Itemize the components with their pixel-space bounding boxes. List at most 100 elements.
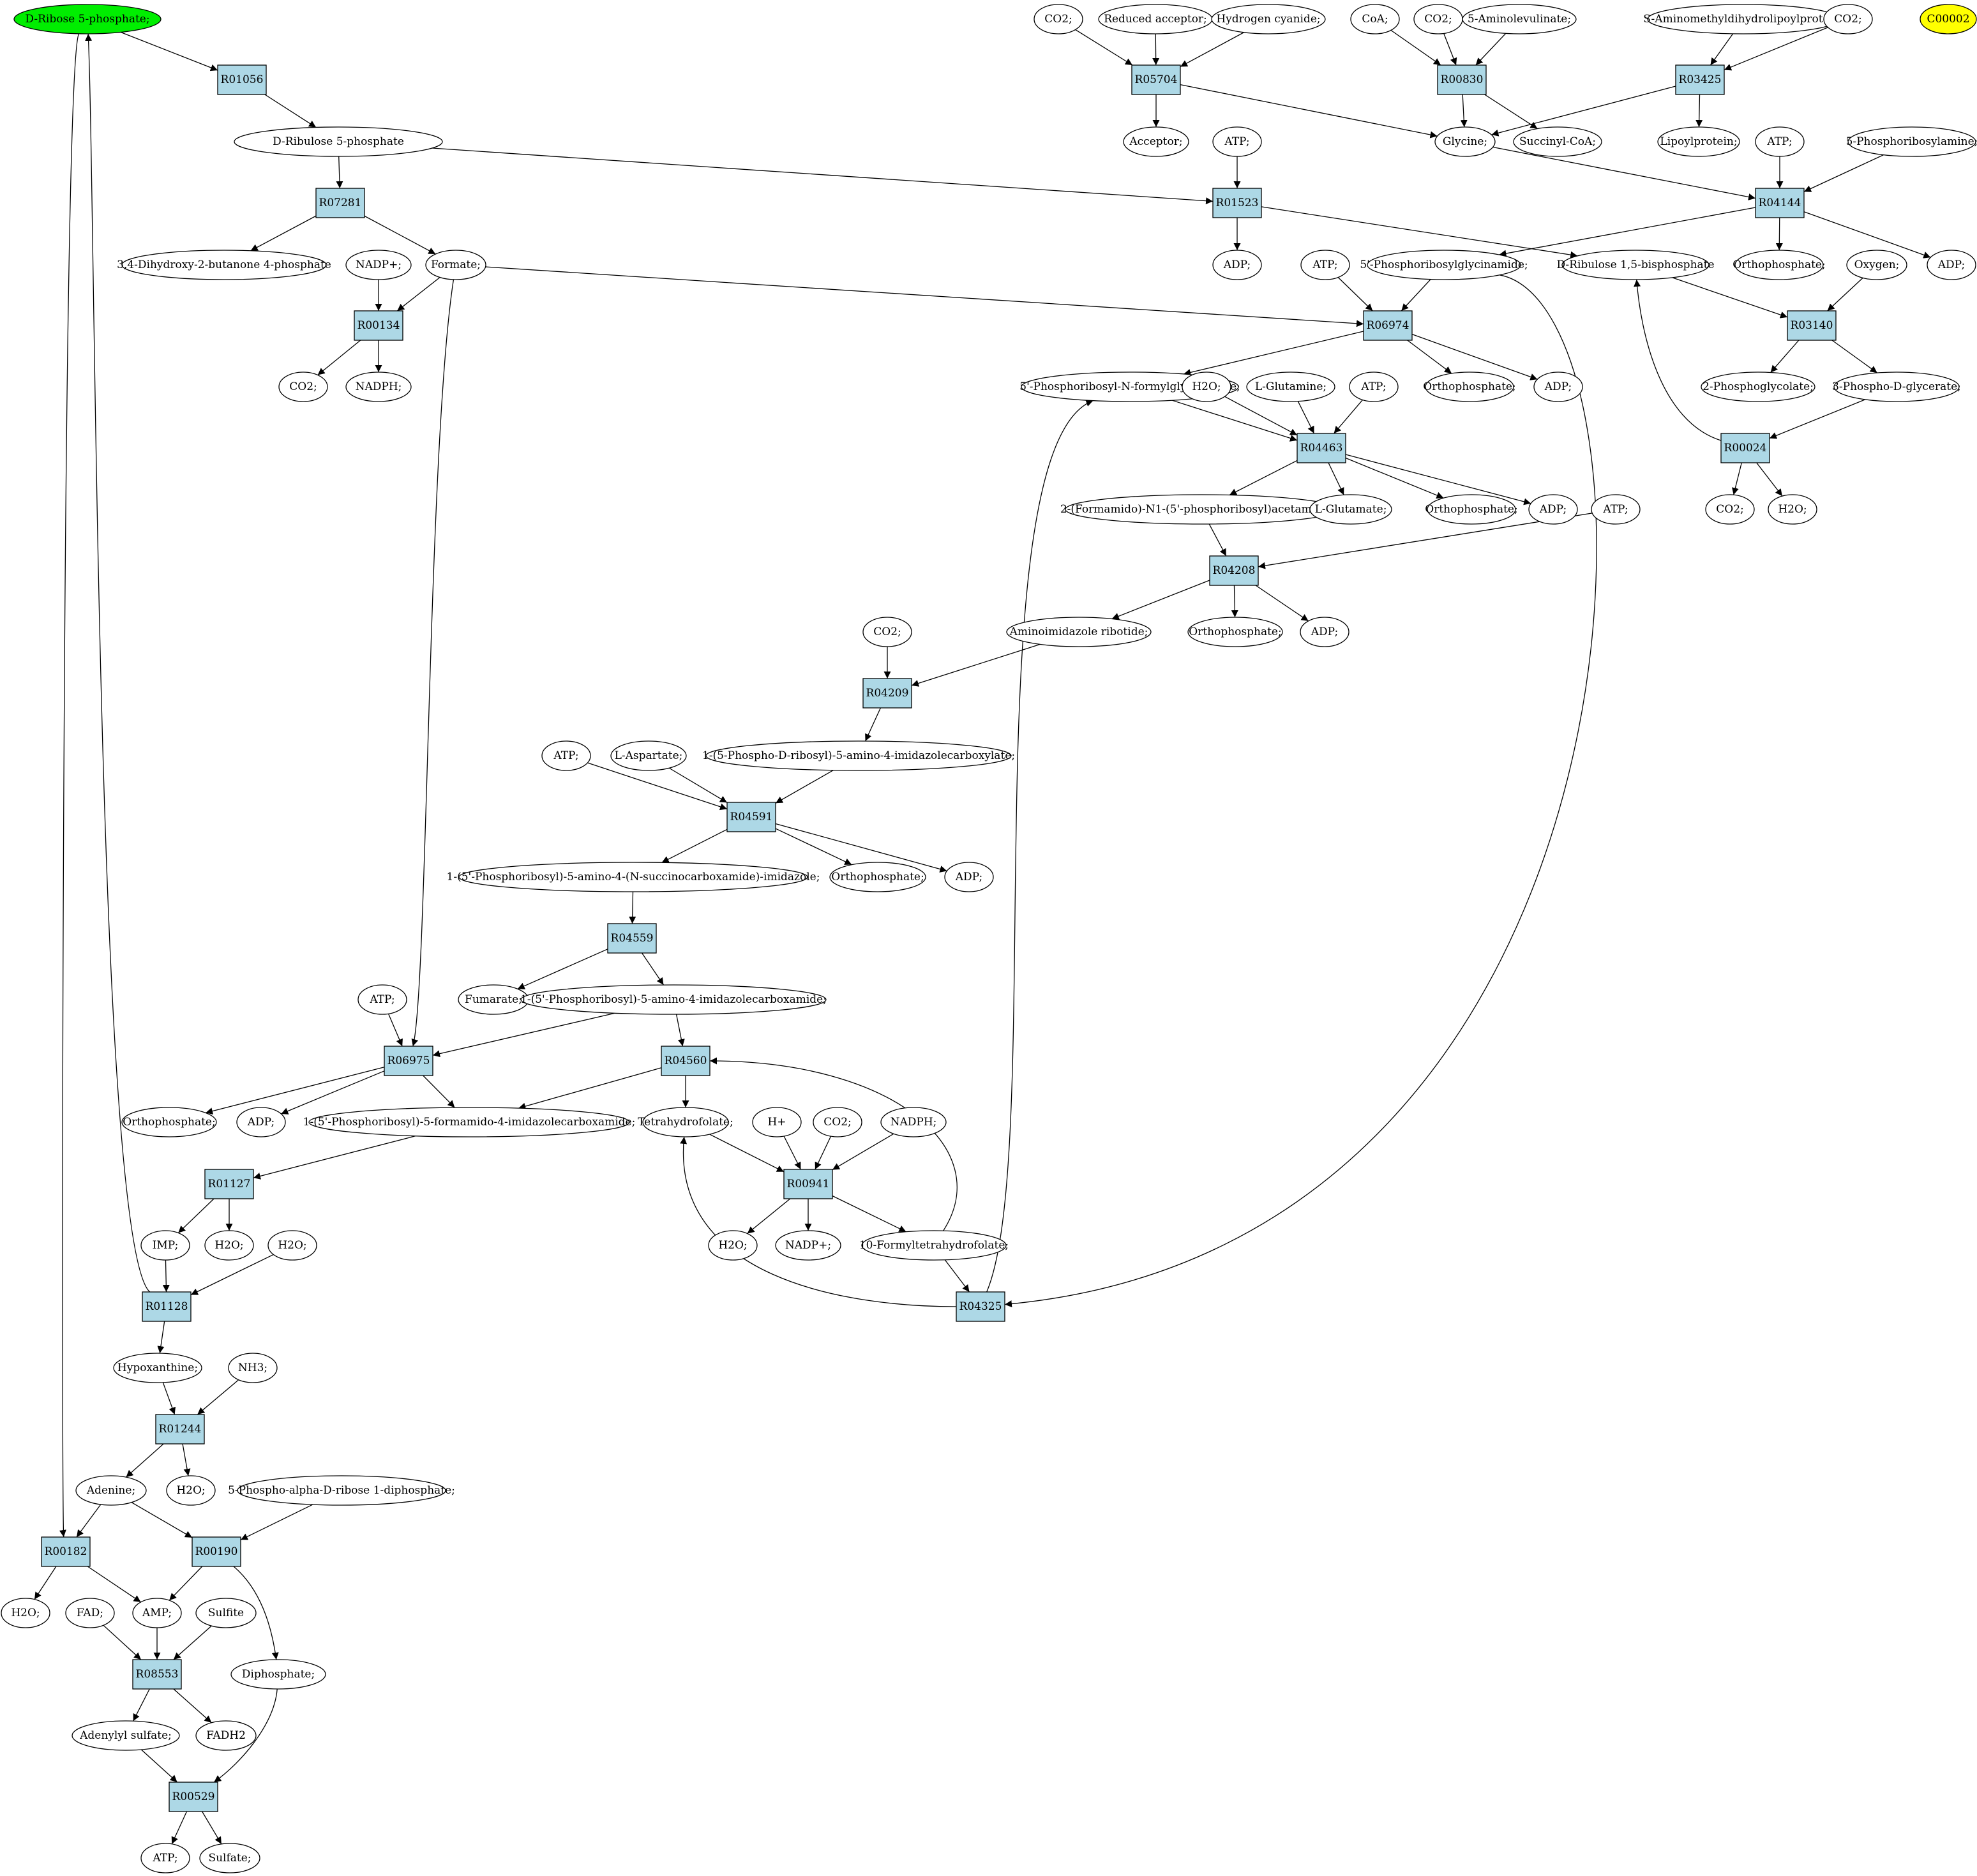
compound-node-c_atp_h[interactable]: ATP;: [140, 1843, 190, 1873]
compound-node-c_gln[interactable]: L-Glutamine;: [1246, 371, 1335, 402]
compound-node-c_adp_a[interactable]: ADP;: [1212, 250, 1262, 280]
reaction-node-R07281[interactable]: R07281: [315, 188, 365, 218]
reaction-node-R03425[interactable]: R03425: [1675, 64, 1725, 95]
compound-node-c_oxygen[interactable]: Oxygen;: [1846, 250, 1907, 280]
compound-node-c_prpp[interactable]: 5-Phospho-alpha-D-ribose 1-diphosphate;: [228, 1475, 455, 1506]
compound-node-c_co2_c[interactable]: CO2;: [1413, 4, 1463, 34]
reaction-node-R00529[interactable]: R00529: [169, 1782, 218, 1812]
compound-node-c_atp_c[interactable]: ATP;: [1300, 250, 1350, 280]
compound-node-c_co2_a[interactable]: CO2;: [278, 371, 328, 402]
reaction-node-R00182[interactable]: R00182: [41, 1536, 91, 1567]
compound-node-c_aps[interactable]: Adenylyl sulfate;: [71, 1720, 180, 1751]
compound-node-c_5pra[interactable]: 5-Phosphoribosylamine;: [1846, 126, 1977, 157]
reaction-node-R01523[interactable]: R01523: [1212, 188, 1262, 218]
compound-node-c_samdlp[interactable]: S-Aminomethyldihydrolipoylprotein;: [1643, 4, 1844, 34]
compound-node-c_fad[interactable]: FAD;: [65, 1598, 115, 1628]
compound-node-c_co2_f[interactable]: CO2;: [862, 617, 912, 647]
compound-node-c_aicar[interactable]: 1-(5'-Phosphoribosyl)-5-amino-4-imidazol…: [520, 984, 827, 1015]
compound-node-c_atp_f[interactable]: ATP;: [541, 740, 591, 771]
reaction-node-R01128[interactable]: R01128: [142, 1291, 192, 1322]
compound-node-c_amp[interactable]: AMP;: [132, 1598, 182, 1628]
compound-node-c_redacc[interactable]: Reduced acceptor;: [1098, 4, 1213, 34]
compound-node-c_pi_d[interactable]: Orthophosphate;: [1187, 617, 1283, 647]
compound-node-c_succoa[interactable]: Succinyl-CoA;: [1513, 126, 1602, 157]
reaction-node-R04463[interactable]: R04463: [1297, 433, 1346, 463]
compound-node-c_sulfate[interactable]: Sulfate;: [199, 1843, 260, 1873]
compound-node-c_adp_b[interactable]: ADP;: [1927, 250, 1976, 280]
compound-node-c_h2o_d[interactable]: H2O;: [267, 1230, 317, 1261]
compound-node-c_asp[interactable]: L-Aspartate;: [610, 740, 687, 771]
compound-node-c_faicar[interactable]: 1-(5'-Phosphoribosyl)-5-formamido-4-imid…: [303, 1107, 636, 1137]
reaction-node-R08553[interactable]: R08553: [132, 1659, 182, 1690]
reaction-node-R01244[interactable]: R01244: [155, 1414, 205, 1445]
compound-node-c_10fthf[interactable]: 10-Formyltetrahydrofolate;: [859, 1230, 1009, 1261]
reaction-node-R00830[interactable]: R00830: [1437, 64, 1487, 95]
compound-node-c_h2o_c[interactable]: H2O;: [204, 1230, 254, 1261]
compound-node-c_pi_a[interactable]: Orthophosphate;: [1733, 250, 1826, 280]
compound-node-c_saicar[interactable]: 1-(5'-Phosphoribosyl)-5-amino-4-(N-succi…: [447, 862, 820, 892]
compound-node-c_pi_e[interactable]: Orthophosphate;: [829, 862, 926, 892]
compound-node-c_pi_f[interactable]: Orthophosphate;: [121, 1107, 217, 1137]
compound-node-c_2pg[interactable]: 2-Phosphoglycolate;: [1701, 371, 1815, 402]
compound-node-c_atp_e[interactable]: ATP;: [1591, 494, 1641, 525]
compound-node-c_co2_e[interactable]: CO2;: [1705, 494, 1755, 525]
compound-node-c_hypox[interactable]: Hypoxanthine;: [113, 1353, 202, 1383]
reaction-node-R03140[interactable]: R03140: [1787, 310, 1837, 341]
compound-node-c_sulfite[interactable]: Sulfite: [195, 1598, 257, 1628]
compound-node-c_hplus[interactable]: H+: [752, 1107, 802, 1137]
compound-node-c_nadp_b[interactable]: NADP+;: [775, 1230, 841, 1261]
compound-node-c_atp_b[interactable]: ATP;: [1755, 126, 1805, 157]
compound-node-c_co2_d[interactable]: CO2;: [1823, 4, 1873, 34]
compound-node-c_co2_b[interactable]: CO2;: [1034, 4, 1083, 34]
reaction-node-R04560[interactable]: R04560: [661, 1046, 710, 1076]
compound-node-c_nh3[interactable]: NH3;: [228, 1353, 278, 1383]
compound-node-c_r5p[interactable]: D-Ribose 5-phosphate;: [13, 4, 162, 34]
compound-node-c_adp_d[interactable]: ADP;: [1528, 494, 1578, 525]
compound-node-c_thf[interactable]: Tetrahydrofolate;: [638, 1107, 733, 1137]
compound-node-c_dhbp[interactable]: 3,4-Dihydroxy-2-butanone 4-phosphate: [117, 250, 331, 280]
compound-node-c_nadph_b[interactable]: NADPH;: [880, 1107, 947, 1137]
compound-node-c_ru5p[interactable]: D-Ribulose 5-phosphate: [234, 126, 443, 157]
compound-node-c_rubp[interactable]: D-Ribulose 1,5-bisphosphate: [1556, 250, 1715, 280]
compound-node-c_glycine[interactable]: Glycine;: [1434, 126, 1496, 157]
compound-node-c_glu[interactable]: L-Glutamate;: [1309, 494, 1392, 525]
reaction-node-R04144[interactable]: R04144: [1755, 188, 1805, 218]
compound-node-c_co2_g[interactable]: CO2;: [813, 1107, 862, 1137]
compound-node-c_gar[interactable]: 5'-Phosphoribosylglycinamide;: [1360, 250, 1528, 280]
reaction-node-R04559[interactable]: R04559: [607, 923, 657, 954]
compound-node-c_adp_e[interactable]: ADP;: [1300, 617, 1349, 647]
reaction-node-R04208[interactable]: R04208: [1209, 555, 1259, 586]
compound-node-c_adp_f[interactable]: ADP;: [944, 862, 994, 892]
compound-node-c_pi_c[interactable]: Orthophosphate;: [1425, 494, 1518, 525]
compound-node-c_atp_g[interactable]: ATP;: [357, 984, 407, 1015]
compound-node-c_nadph_a[interactable]: NADPH;: [345, 371, 412, 402]
reaction-node-R05704[interactable]: R05704: [1131, 64, 1181, 95]
compound-node-c_hcn[interactable]: Hydrogen cyanide;: [1211, 4, 1326, 34]
compound-node-c_coa[interactable]: CoA;: [1350, 4, 1400, 34]
compound-node-c_acceptor[interactable]: Acceptor;: [1123, 126, 1189, 157]
compound-node-c_adp_c[interactable]: ADP;: [1533, 371, 1583, 402]
compound-node-c_atp_d[interactable]: ATP;: [1349, 371, 1399, 402]
compound-node-c_c00002[interactable]: C00002: [1920, 4, 1977, 34]
compound-node-c_nadp_a[interactable]: NADP+;: [345, 250, 412, 280]
reaction-node-R04591[interactable]: R04591: [726, 802, 776, 832]
compound-node-c_h2o_e[interactable]: H2O;: [708, 1230, 758, 1261]
compound-node-c_cair[interactable]: 1-(5-Phospho-D-ribosyl)-5-amino-4-imidaz…: [702, 740, 1015, 771]
compound-node-c_3pg[interactable]: 3-Phospho-D-glycerate;: [1832, 371, 1961, 402]
compound-node-c_formate[interactable]: Formate;: [425, 250, 486, 280]
compound-node-c_ala[interactable]: 5-Aminolevulinate;: [1462, 4, 1577, 34]
reaction-node-R00024[interactable]: R00024: [1720, 433, 1770, 463]
compound-node-c_pi_b[interactable]: Orthophosphate;: [1423, 371, 1516, 402]
compound-node-c_fgam[interactable]: 2-(Formamido)-N1-(5'-phosphoribosyl)acet…: [1060, 494, 1342, 525]
reaction-node-R04325[interactable]: R04325: [956, 1291, 1005, 1322]
compound-node-c_h2o_f[interactable]: H2O;: [166, 1475, 216, 1506]
reaction-node-R00941[interactable]: R00941: [783, 1169, 833, 1199]
compound-node-c_diphos[interactable]: Diphosphate;: [230, 1659, 326, 1690]
reaction-node-R06975[interactable]: R06975: [384, 1046, 433, 1076]
reaction-node-R00190[interactable]: R00190: [192, 1536, 241, 1567]
compound-node-c_imp[interactable]: IMP;: [140, 1230, 190, 1261]
compound-node-c_adenine[interactable]: Adenine;: [75, 1475, 147, 1506]
reaction-node-R01127[interactable]: R01127: [204, 1169, 254, 1199]
compound-node-c_h2o_g[interactable]: H2O;: [1, 1598, 50, 1628]
reaction-node-R01056[interactable]: R01056: [217, 64, 267, 95]
